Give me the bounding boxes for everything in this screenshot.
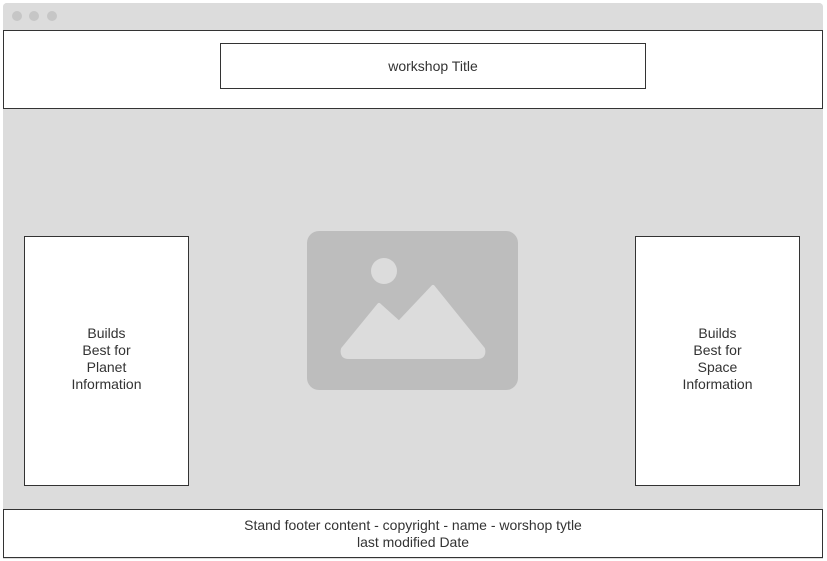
image-placeholder-icon	[307, 231, 518, 390]
window-close-dot[interactable]	[12, 11, 22, 21]
image-icon-graphic	[340, 258, 486, 359]
right-info-panel: Builds Best for Space Information	[635, 236, 800, 486]
left-info-line: Information	[71, 375, 142, 392]
left-info-line: Builds	[87, 324, 126, 341]
left-info-text: Builds Best for Planet Information	[71, 325, 141, 393]
page-header: workshop Title	[3, 30, 823, 109]
left-info-panel: Builds Best for Planet Information	[24, 236, 189, 486]
page-footer: Stand footer content - copyright - name …	[3, 509, 823, 558]
right-info-text: Builds Best for Space Information	[682, 325, 752, 393]
page-title: workshop Title	[220, 43, 646, 89]
footer-last-modified: last modified Date	[356, 533, 470, 550]
window-maximize-dot[interactable]	[47, 11, 57, 21]
right-info-line: Information	[682, 375, 753, 392]
right-info-line: Best for	[693, 341, 742, 358]
mountain-icon	[340, 285, 486, 359]
left-info-line: Planet	[86, 358, 127, 375]
right-info-line: Builds	[698, 324, 737, 341]
window-minimize-dot[interactable]	[29, 11, 39, 21]
footer-copyright: Stand footer content - copyright - name …	[244, 516, 582, 533]
sun-icon	[371, 258, 397, 284]
window-titlebar	[3, 3, 823, 30]
right-info-line: Space	[697, 358, 738, 375]
browser-window: workshop Title Builds Best for Planet In…	[3, 3, 823, 559]
left-info-line: Best for	[82, 341, 131, 358]
